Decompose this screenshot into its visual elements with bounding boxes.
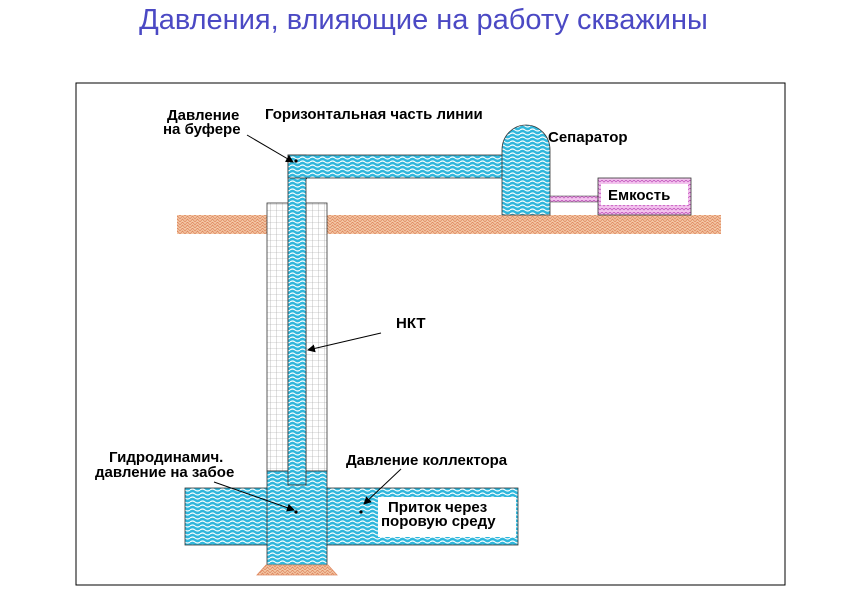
tubing xyxy=(287,154,307,486)
arrow-icon xyxy=(213,481,295,512)
inflow-label-box xyxy=(378,497,516,537)
arrow-icon xyxy=(307,332,382,353)
ground-surface xyxy=(177,215,721,234)
arrow-icon xyxy=(246,134,294,163)
casing-right-wall xyxy=(305,202,328,472)
separator-label: Сепаратор xyxy=(548,129,628,146)
buffer-pressure-label-line1: Давление xyxy=(167,107,239,124)
casing-bottom-section xyxy=(266,470,328,566)
bottomhole-pressure-label-line1: Гидродинамич. xyxy=(109,449,223,466)
inflow-label-line2: поровую среду xyxy=(381,513,496,530)
buffer-pressure-point xyxy=(294,159,298,163)
separator-vessel xyxy=(501,124,551,216)
reservoir-pressure-point xyxy=(359,510,363,514)
bottomhole-pressure-label-line2: давление на забое xyxy=(95,464,234,481)
flow-line-inner-corner xyxy=(306,178,307,179)
casing-left-wall xyxy=(266,202,289,472)
reservoir-pressure-label: Давление коллектора xyxy=(346,452,508,469)
separator-to-tank-pipe xyxy=(549,195,599,203)
horizontal-line-label: Горизонтальная часть линии xyxy=(265,106,483,123)
inflow-label-line1: Приток через xyxy=(388,499,487,516)
well-bottom-plug xyxy=(256,564,338,576)
arrow-icon xyxy=(363,468,402,505)
buffer-pressure-label-line2: на буфере xyxy=(163,121,241,138)
tank-label: Емкость xyxy=(608,187,670,204)
tubing-label: НКТ xyxy=(396,315,426,332)
tank-label-box xyxy=(601,184,688,205)
slide-title: Давления, влияющие на работу скважины xyxy=(139,4,708,36)
bottomhole-pressure-point xyxy=(294,510,298,514)
horizontal-flow-line xyxy=(287,154,514,179)
